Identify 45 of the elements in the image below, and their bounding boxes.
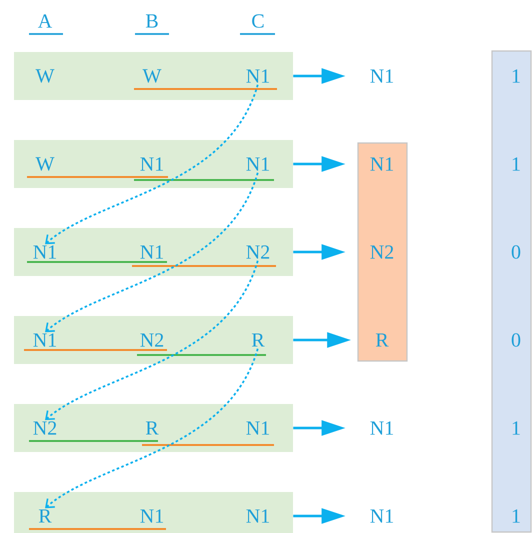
column-header: B (135, 14, 169, 35)
cell-text: N1 (246, 157, 270, 171)
output-text: N1 (370, 421, 393, 435)
row-band (14, 492, 293, 533)
cell-text: N2 (33, 421, 56, 435)
cell-text: N2 (246, 245, 270, 259)
value-text: 1 (512, 421, 520, 435)
cell-text: W (142, 69, 162, 83)
cell-text: N1 (246, 421, 270, 435)
value-text: 1 (512, 157, 520, 171)
cell-text: R (38, 509, 52, 523)
value-text: N1 (370, 157, 393, 171)
group-box (357, 142, 408, 362)
cell-text: W (36, 69, 54, 83)
row-band (14, 316, 293, 364)
cell-text: N1 (140, 157, 164, 171)
group-box (491, 50, 532, 533)
value-text: R (376, 333, 389, 347)
cell-text: W (36, 157, 54, 171)
value-text: 0 (512, 333, 520, 347)
value-text: N2 (370, 245, 394, 259)
value-text: 1 (512, 69, 520, 83)
cell-text: N1 (246, 69, 270, 83)
cell-text: N2 (140, 333, 164, 347)
column-header: C (240, 14, 275, 35)
cell-text: N1 (246, 509, 270, 523)
output-text: N1 (370, 69, 393, 83)
dotted-arrow (45, 172, 259, 332)
value-text: 0 (512, 245, 520, 259)
value-text: 1 (512, 509, 520, 523)
cell-text: R (252, 333, 265, 347)
row-band (14, 228, 293, 276)
dotted-arrow (45, 84, 259, 244)
row-band (14, 404, 293, 452)
cell-text: N1 (140, 509, 164, 523)
cell-text: R (146, 421, 159, 435)
cell-text: N1 (33, 333, 56, 347)
output-text: N1 (370, 509, 393, 523)
row-band (14, 52, 293, 100)
dotted-arrow (45, 260, 259, 420)
column-header: A (29, 14, 63, 35)
dotted-arrow (45, 348, 259, 508)
row-band (14, 140, 293, 188)
cell-text: N1 (33, 245, 56, 259)
cell-text: N1 (140, 245, 164, 259)
